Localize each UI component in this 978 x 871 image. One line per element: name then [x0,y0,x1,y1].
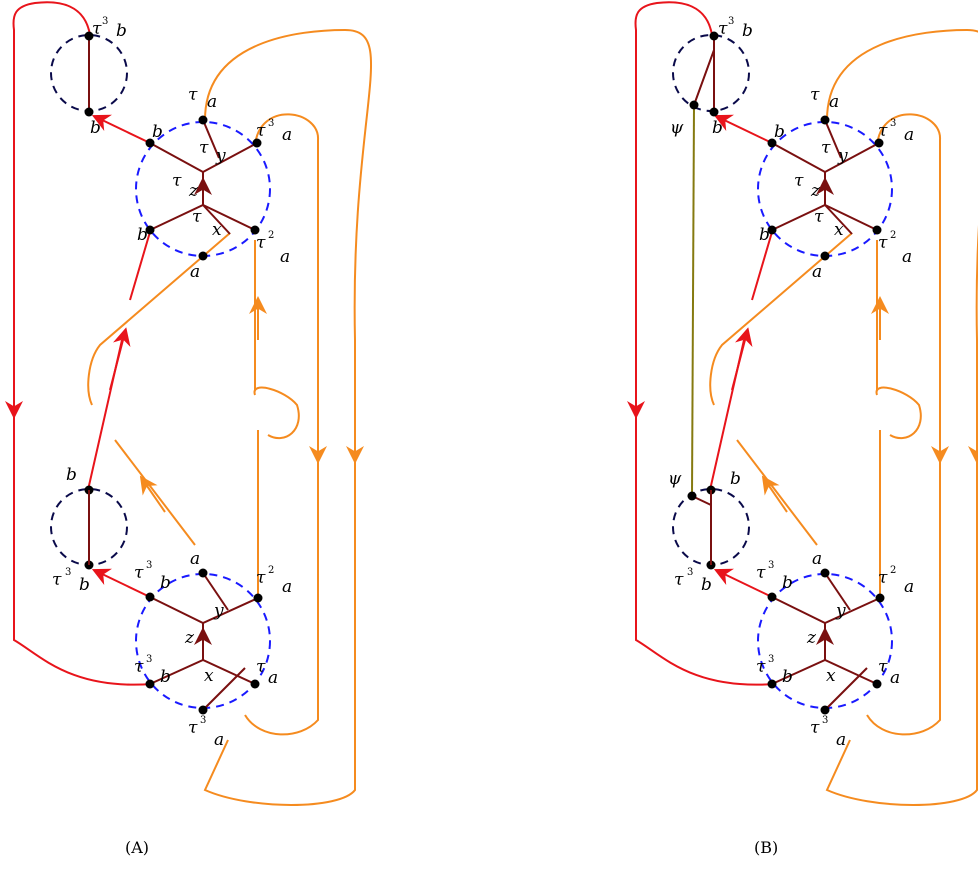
label-exp: 3 [200,715,206,726]
label-tau: τ [134,563,144,583]
label-a: a [902,247,912,267]
label-tau: τ [256,233,266,253]
label-exp: 3 [768,654,774,665]
label-tau: τ [718,19,728,39]
label-exp: 3 [102,16,108,27]
label-psi: ψ [668,469,682,489]
label-a: a [282,125,292,145]
label-exp: 3 [768,560,774,571]
label-y: y [837,146,848,166]
label-exp: 3 [890,118,896,129]
caption-a: (A) [125,838,149,857]
panel-b-diagram [635,2,978,805]
label-tau: τ [878,657,888,677]
label-tau: τ [188,718,198,738]
label-tau: τ [810,718,820,738]
label-exp: 2 [268,565,274,576]
label-a: a [190,549,200,569]
label-tau: τ [794,171,804,191]
panel-b: τ 3 b b ψ τ a b τ 3 a τ y τ z τ x b τ 2 … [635,2,978,857]
label-b: b [730,469,741,489]
label-psi: ψ [670,118,684,138]
label-tau: τ [821,138,831,158]
label-exp: 3 [146,560,152,571]
label-tau: τ [256,121,266,141]
label-a: a [812,549,822,569]
label-tau: τ [674,570,684,590]
label-b: b [774,122,785,142]
label-tau: τ [188,85,198,105]
label-exp: 3 [728,16,734,27]
label-z: z [184,628,195,648]
label-exp: 2 [890,565,896,576]
label-z: z [806,628,817,648]
label-a: a [890,668,900,688]
label-x: x [834,220,844,240]
label-b: b [66,465,77,485]
label-exp: 3 [146,654,152,665]
label-y: y [835,601,846,621]
label-a: a [812,262,822,282]
label-z: z [188,181,199,201]
label-b: b [160,667,171,687]
label-exp: 2 [890,230,896,241]
label-tau: τ [199,138,209,158]
label-b: b [116,21,127,41]
label-tau: τ [878,121,888,141]
label-b: b [782,573,793,593]
label-exp: 3 [268,118,274,129]
label-tau: τ [814,207,824,227]
label-a: a [829,92,839,112]
label-tau: τ [256,657,266,677]
label-tau: τ [878,568,888,588]
label-exp: 3 [65,567,71,578]
label-a: a [280,247,290,267]
label-b: b [152,122,163,142]
label-b: b [160,573,171,593]
label-tau: τ [810,85,820,105]
label-exp: 2 [268,230,274,241]
label-b: b [79,575,90,595]
label-y: y [215,146,226,166]
label-b: b [759,225,770,245]
label-x: x [826,666,836,686]
label-a: a [282,577,292,597]
label-a: a [268,668,278,688]
label-b: b [742,21,753,41]
label-x: x [204,666,214,686]
label-y: y [213,601,224,621]
label-a: a [836,730,846,750]
label-tau: τ [134,657,144,677]
label-b: b [712,118,723,138]
label-b: b [137,225,148,245]
label-tau: τ [256,568,266,588]
label-tau: τ [92,19,102,39]
label-a: a [207,92,217,112]
label-exp: 3 [687,567,693,578]
caption-b: (B) [754,838,778,857]
label-a: a [190,262,200,282]
label-x: x [212,220,222,240]
label-tau: τ [192,207,202,227]
panel-a: τ 3 b b τ a b τ 3 a τ y τ z τ x b τ 2 a … [13,2,371,857]
label-tau: τ [878,233,888,253]
label-tau: τ [756,563,766,583]
panel-a-diagram [13,2,371,805]
label-tau: τ [172,171,182,191]
label-a: a [214,730,224,750]
label-tau: τ [52,570,62,590]
label-b: b [782,667,793,687]
label-a: a [904,125,914,145]
label-tau: τ [756,657,766,677]
label-exp: 3 [822,715,828,726]
label-a: a [904,577,914,597]
label-b: b [701,575,712,595]
label-z: z [810,181,821,201]
label-b: b [90,118,101,138]
